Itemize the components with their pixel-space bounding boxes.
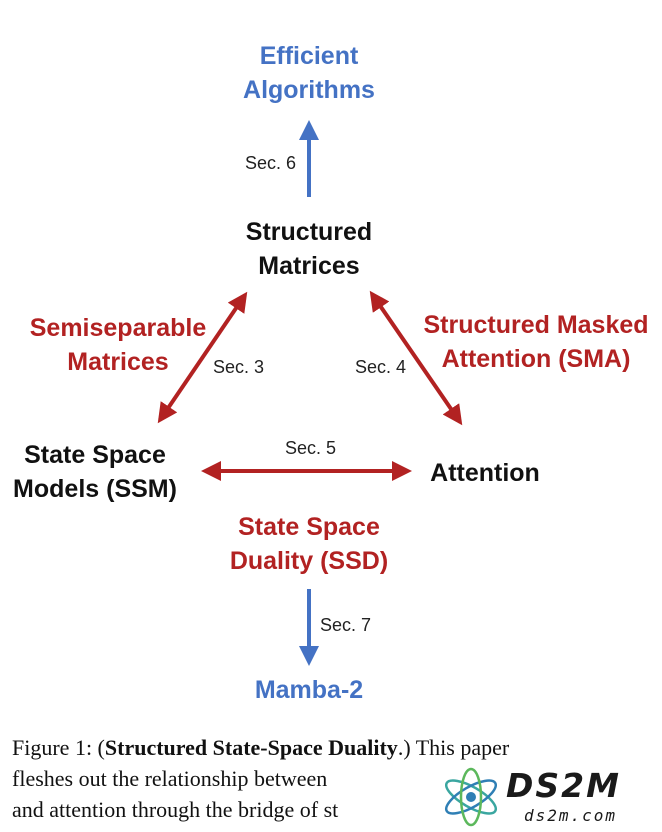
duality-diagram: Efficient Algorithms Sec. 6 Structured M…	[13, 42, 649, 704]
caption-line-2: fleshes out the relationship between	[12, 766, 328, 791]
label-sec4: Sec. 4	[355, 357, 407, 377]
arrow-sec3	[157, 291, 248, 424]
node-efficient-algorithms: Efficient Algorithms	[243, 42, 375, 104]
caption-line-1: Figure 1: (Structured State-Space Dualit…	[12, 735, 510, 760]
label-sec5: Sec. 5	[285, 438, 337, 458]
label-sec6: Sec. 6	[245, 153, 297, 173]
arrow-layer	[157, 120, 463, 666]
logo-subtext: ds2m.com	[524, 806, 618, 825]
edge-label-sma: Structured Masked Attention (SMA)	[423, 311, 649, 373]
edge-label-semiseparable: Semiseparable Matrices	[29, 314, 207, 376]
node-ssm: State Space Models (SSM)	[13, 441, 177, 503]
caption-line-3: and attention through the bridge of st	[12, 797, 339, 822]
arrow-sec4	[369, 290, 463, 426]
node-mamba2: Mamba-2	[254, 676, 364, 704]
label-sec7: Sec. 7	[320, 615, 372, 635]
label-sec3: Sec. 3	[213, 357, 265, 377]
watermark-logo: DS2M ds2m.com	[438, 764, 658, 830]
logo-text: DS2M	[506, 766, 621, 805]
node-attention: Attention	[430, 459, 540, 487]
edge-label-ssd: State Space Duality (SSD)	[229, 513, 389, 575]
figure-caption: Figure 1: (Structured State-Space Dualit…	[12, 732, 652, 825]
node-structured-matrices: Structured Matrices	[245, 218, 373, 280]
atom-icon	[444, 767, 498, 827]
